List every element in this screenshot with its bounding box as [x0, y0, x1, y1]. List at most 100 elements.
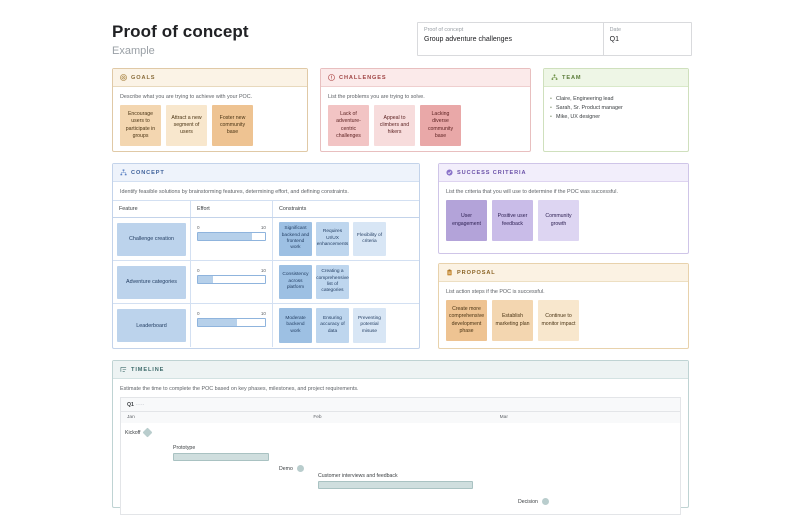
- effort-slider[interactable]: [197, 318, 266, 327]
- effort-slider[interactable]: [197, 275, 266, 284]
- timeline-canvas: Kickoff Prototype Demo Customer intervie…: [120, 423, 681, 515]
- constraint-chip[interactable]: Significant backend and frontend work: [279, 222, 312, 256]
- meta-cell-name[interactable]: Proof of concept Group adventure challen…: [418, 23, 604, 55]
- timeline-card-header: TIMELINE: [113, 361, 688, 379]
- feature-cell: Adventure categories: [113, 261, 191, 303]
- effort-cell: 0 10: [191, 218, 273, 260]
- target-icon: [120, 74, 127, 81]
- feature-chip[interactable]: Leaderboard: [117, 309, 186, 342]
- scale-max: 10: [260, 268, 266, 273]
- meta-cell-date[interactable]: Date Q1: [604, 23, 691, 55]
- challenges-chip[interactable]: Lack of adventure-centric challenges: [328, 105, 369, 146]
- challenges-title: CHALLENGES: [339, 74, 387, 81]
- column-header-feature: Feature: [113, 201, 191, 217]
- column-header-effort: Effort: [191, 201, 273, 217]
- list-item: Claire, Engineering lead: [550, 95, 681, 104]
- constraint-chip[interactable]: Moderate backend work: [279, 308, 312, 343]
- meta-date-label: Date: [609, 27, 622, 33]
- timeline-quarter-band: Q1 ---- Jan Feb Mar: [120, 397, 681, 423]
- proposal-chip[interactable]: Create more comprehensive development ph…: [446, 300, 487, 341]
- success-chip[interactable]: Community growth: [538, 200, 579, 241]
- feature-chip[interactable]: Challenge creation: [117, 222, 186, 256]
- challenges-chip[interactable]: Lacking diverse community base: [420, 105, 461, 146]
- page-subtitle: Example: [112, 45, 155, 57]
- timeline-milestone[interactable]: Kickoff: [125, 427, 153, 438]
- success-chip[interactable]: User engagement: [446, 200, 487, 241]
- table-row: Adventure categories 0 10 Consistency ac…: [113, 261, 419, 304]
- scale-min: 0: [197, 225, 200, 230]
- scale-min: 0: [197, 311, 200, 316]
- goals-chip[interactable]: Attract a new segment of users: [166, 105, 207, 146]
- effort-scale: 0 10: [197, 225, 266, 230]
- team-member-list: Claire, Engineering lead Sarah, Sr. Prod…: [544, 87, 688, 122]
- task-label: Prototype: [173, 445, 196, 451]
- scale-min: 0: [197, 268, 200, 273]
- timeline-title: TIMELINE: [131, 366, 165, 373]
- list-item: Sarah, Sr. Product manager: [550, 104, 681, 113]
- meta-date-value: Q1: [609, 36, 619, 43]
- concept-description: Identify feasible solutions by brainstor…: [120, 189, 349, 195]
- challenges-chip-row: Lack of adventure-centric challenges App…: [321, 105, 530, 155]
- timeline-task[interactable]: Prototype: [173, 445, 269, 461]
- success-card-header: SUCCESS CRITERIA: [439, 164, 688, 182]
- constraint-chip[interactable]: Requires UI/UX enhancements: [316, 222, 349, 256]
- feature-chip[interactable]: Adventure categories: [117, 265, 186, 299]
- proposal-chip-row: Create more comprehensive development ph…: [439, 300, 688, 350]
- goals-chip[interactable]: Encourage users to participate in groups: [120, 105, 161, 146]
- timeline-milestone[interactable]: Decision: [518, 498, 549, 505]
- timeline-icon: [120, 366, 127, 373]
- effort-cell: 0 10: [191, 261, 273, 303]
- check-circle-icon: [446, 169, 453, 176]
- goals-chip[interactable]: Foster new community base: [212, 105, 253, 146]
- proposal-card-header: PROPOSAL: [439, 264, 688, 282]
- feature-cell: Leaderboard: [113, 304, 191, 347]
- constraint-chip[interactable]: Ensuring accuracy of data: [316, 308, 349, 343]
- scale-max: 10: [260, 225, 266, 230]
- page-title: Proof of concept: [112, 22, 249, 41]
- task-bar[interactable]: [318, 481, 473, 489]
- goals-title: GOALS: [131, 74, 156, 81]
- alert-icon: [328, 74, 335, 81]
- month-label: Feb: [313, 415, 322, 420]
- title-block: Proof of concept Example: [112, 18, 249, 57]
- constraint-chip[interactable]: Preventing potential misuse: [353, 308, 386, 343]
- milestone-label: Kickoff: [125, 429, 141, 436]
- diamond-marker-icon: [143, 427, 153, 438]
- concept-table-header: Feature Effort Constraints: [113, 201, 419, 218]
- concept-card: CONCEPT Identify feasible solutions by b…: [112, 163, 420, 349]
- milestone-label: Decision: [518, 498, 538, 505]
- proposal-chip[interactable]: Establish marketing plan: [492, 300, 533, 341]
- task-bar[interactable]: [173, 453, 269, 461]
- timeline-task[interactable]: Customer interviews and feedback: [318, 473, 473, 489]
- constraint-chip[interactable]: Consistency across platform: [279, 265, 312, 299]
- challenges-chip[interactable]: Appeal to climbers and hikers: [374, 105, 415, 146]
- success-chip[interactable]: Positive user feedback: [492, 200, 533, 241]
- goals-card-header: GOALS: [113, 69, 307, 87]
- goals-chip-row: Encourage users to participate in groups…: [113, 105, 307, 155]
- proposal-description: List action steps if the POC is successf…: [446, 289, 545, 295]
- constraints-cell: Consistency across platform Creating a c…: [273, 261, 419, 303]
- feature-cell: Challenge creation: [113, 218, 191, 260]
- timeline-card: TIMELINE Estimate the time to complete t…: [112, 360, 689, 515]
- constraints-cell: Significant backend and frontend work Re…: [273, 218, 419, 260]
- timeline-milestone[interactable]: Demo: [279, 465, 304, 472]
- proposal-chip[interactable]: Continue to monitor impact: [538, 300, 579, 341]
- constraint-chip[interactable]: Flexibility of criteria: [353, 222, 386, 256]
- team-card: TEAM Claire, Engineering lead Sarah, Sr.…: [543, 68, 689, 152]
- sitemap-icon: [120, 169, 127, 176]
- meta-name-label: Proof of concept: [424, 27, 464, 33]
- challenges-card: CHALLENGES List the problems you are try…: [320, 68, 531, 152]
- concept-title: CONCEPT: [131, 169, 165, 176]
- proposal-card: PROPOSAL List action steps if the POC is…: [438, 263, 689, 349]
- team-card-header: TEAM: [544, 69, 688, 87]
- people-icon: [551, 74, 558, 81]
- column-header-constraints: Constraints: [279, 206, 307, 212]
- effort-slider-fill: [198, 276, 213, 283]
- effort-slider-fill: [198, 233, 252, 240]
- concept-table: Feature Effort Constraints Challenge cre…: [113, 200, 419, 347]
- constraint-chip[interactable]: Creating a comprehensive list of categor…: [316, 265, 349, 299]
- circle-marker-icon: [541, 498, 549, 505]
- effort-slider[interactable]: [197, 232, 266, 241]
- month-label: Mar: [499, 415, 508, 420]
